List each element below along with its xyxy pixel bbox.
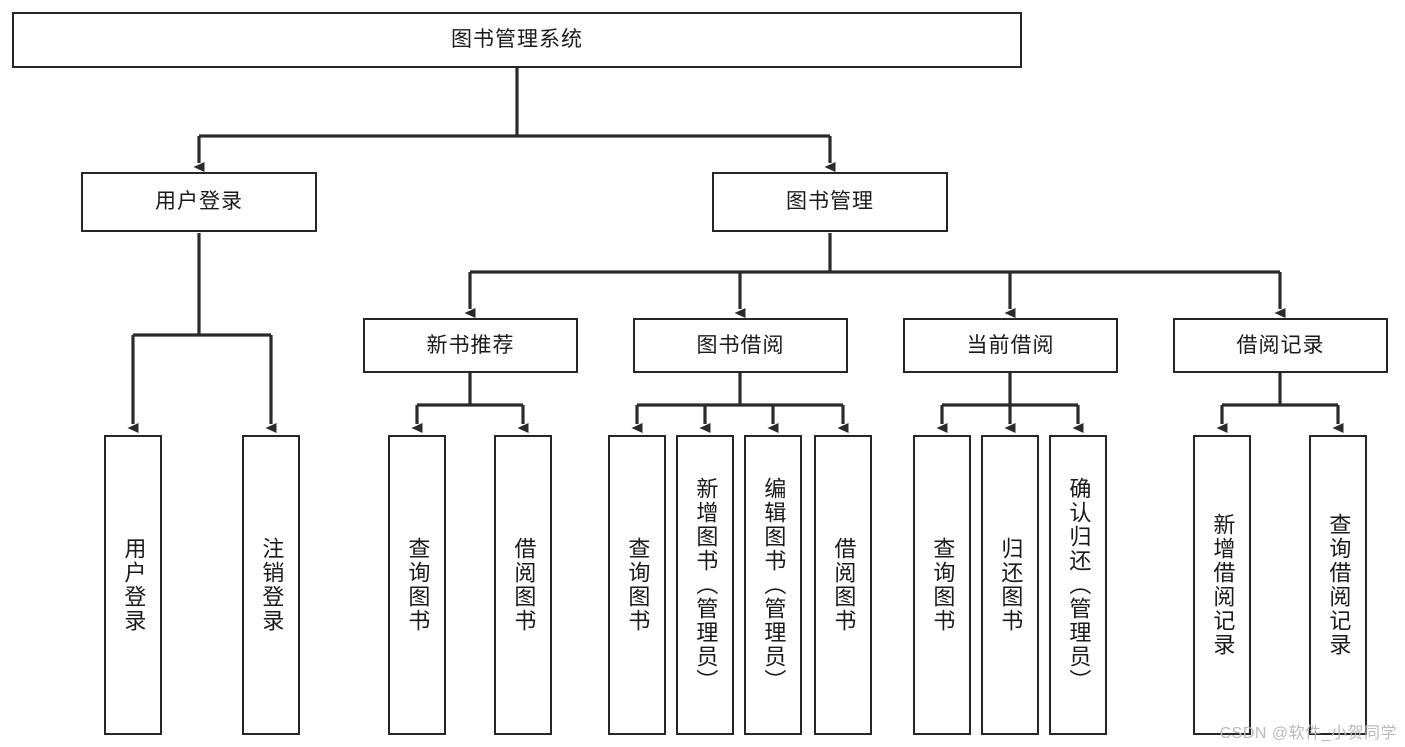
leaf-logout[interactable]: 注销登录 bbox=[242, 435, 300, 735]
node-label: 借阅图书 bbox=[511, 537, 537, 633]
node-new-book-recommend[interactable]: 新书推荐 bbox=[363, 318, 578, 373]
node-root-book-management-system[interactable]: 图书管理系统 bbox=[12, 12, 1022, 68]
node-label: 图书管理系统 bbox=[451, 28, 583, 52]
leaf-user-login[interactable]: 用户登录 bbox=[104, 435, 162, 735]
node-label: 查询借阅记录 bbox=[1326, 513, 1352, 657]
csdn-watermark: CSDN @软件_小贺同学 bbox=[1219, 725, 1397, 742]
node-label: 注销登录 bbox=[259, 537, 285, 633]
node-label: 归还图书 bbox=[998, 537, 1024, 633]
node-label: 新增借阅记录 bbox=[1210, 513, 1236, 657]
leaf-query-borrow-record[interactable]: 查询借阅记录 bbox=[1309, 435, 1367, 735]
leaf-query-book-recommend[interactable]: 查询图书 bbox=[388, 435, 446, 735]
node-borrow-record[interactable]: 借阅记录 bbox=[1173, 318, 1388, 373]
node-label: 用户登录 bbox=[121, 537, 147, 633]
leaf-query-book-current[interactable]: 查询图书 bbox=[913, 435, 971, 735]
node-label: 借阅图书 bbox=[831, 537, 857, 633]
leaf-borrow-book[interactable]: 借阅图书 bbox=[814, 435, 872, 735]
node-book-borrow[interactable]: 图书借阅 bbox=[633, 318, 848, 373]
leaf-borrow-book-recommend[interactable]: 借阅图书 bbox=[494, 435, 552, 735]
node-label: 查询图书 bbox=[405, 537, 431, 633]
node-label: 新书推荐 bbox=[426, 333, 515, 357]
leaf-add-borrow-record[interactable]: 新增借阅记录 bbox=[1193, 435, 1251, 735]
node-label: 编辑图书（管理员） bbox=[761, 477, 787, 693]
node-label: 确认归还（管理员） bbox=[1066, 477, 1092, 693]
node-book-management[interactable]: 图书管理 bbox=[712, 172, 948, 232]
leaf-add-book-admin[interactable]: 新增图书（管理员） bbox=[676, 435, 734, 735]
leaf-confirm-return-admin[interactable]: 确认归还（管理员） bbox=[1049, 435, 1107, 735]
node-label: 用户登录 bbox=[155, 190, 243, 214]
node-label: 当前借阅 bbox=[966, 333, 1055, 357]
node-label: 查询图书 bbox=[625, 537, 651, 633]
node-label: 借阅记录 bbox=[1236, 333, 1325, 357]
leaf-return-book[interactable]: 归还图书 bbox=[981, 435, 1039, 735]
node-label: 新增图书（管理员） bbox=[693, 477, 719, 693]
node-label: 查询图书 bbox=[930, 537, 956, 633]
leaf-query-book-borrow[interactable]: 查询图书 bbox=[608, 435, 666, 735]
node-current-borrow[interactable]: 当前借阅 bbox=[903, 318, 1118, 373]
leaf-edit-book-admin[interactable]: 编辑图书（管理员） bbox=[744, 435, 802, 735]
node-label: 图书管理 bbox=[786, 190, 874, 214]
node-user-login[interactable]: 用户登录 bbox=[81, 172, 317, 232]
node-label: 图书借阅 bbox=[696, 333, 785, 357]
